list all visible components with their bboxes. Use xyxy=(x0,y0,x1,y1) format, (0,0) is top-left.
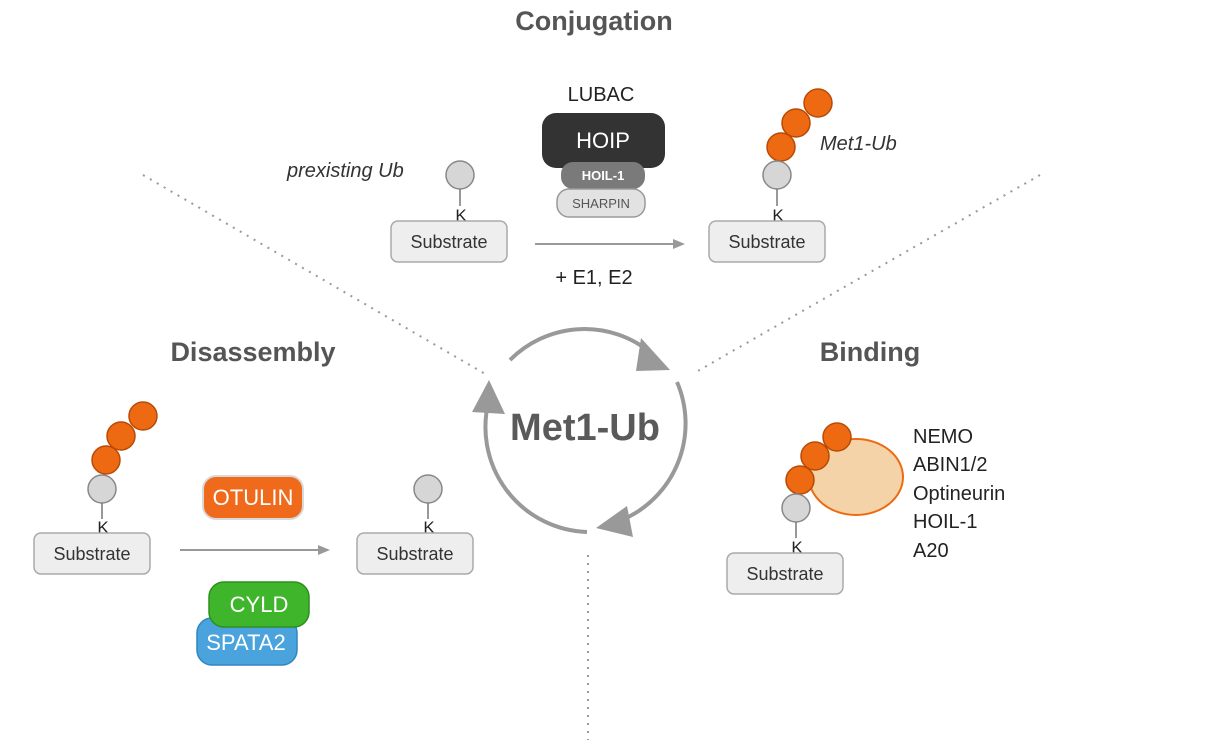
cyld-box xyxy=(208,581,310,628)
cofactors-label: + E1, E2 xyxy=(555,267,632,289)
otulin-label: OTULIN xyxy=(213,485,294,510)
sharpin-box xyxy=(556,188,646,218)
center-title: Met1-Ub xyxy=(510,407,660,449)
conjugation-panel: LUBAC HOIP HOIL-1 SHARPIN prexisting Ub … xyxy=(286,84,897,289)
substrate-label: Substrate xyxy=(410,232,487,252)
title-binding: Binding xyxy=(820,337,920,367)
ubiquitin-gray xyxy=(781,493,811,523)
substrate-box xyxy=(33,532,151,575)
substrate-box xyxy=(356,532,474,575)
substrate-label: Substrate xyxy=(376,544,453,564)
center-cycle: Met1-Ub xyxy=(472,327,688,537)
hoil1-label: HOIL-1 xyxy=(582,168,625,183)
ubiquitin-orange xyxy=(800,441,830,471)
substrate-box xyxy=(726,552,844,595)
binder-abin: ABIN1/2 xyxy=(913,454,987,476)
ubiquitin-orange xyxy=(785,465,815,495)
ubiquitin-gray xyxy=(413,474,443,504)
ubiquitin-gray xyxy=(445,160,475,190)
ubiquitin-orange xyxy=(766,132,796,162)
ubiquitin-gray xyxy=(762,160,792,190)
cyld-label: CYLD xyxy=(230,592,289,617)
otulin-box xyxy=(202,475,304,520)
spata2-label: SPATA2 xyxy=(206,630,285,655)
sharpin-label: SHARPIN xyxy=(572,196,630,211)
met1-ub-label: Met1-Ub xyxy=(820,133,897,155)
cycle-arc-right xyxy=(621,381,688,522)
ubiquitin-orange xyxy=(128,401,158,431)
title-disassembly: Disassembly xyxy=(170,337,335,367)
ubiquitin-orange xyxy=(781,108,811,138)
disassembly-panel: K Substrate OTULIN SPATA2 CYLD K Substra… xyxy=(33,401,474,666)
binder-hoil1: HOIL-1 xyxy=(913,511,977,533)
ubiquitin-orange xyxy=(106,421,136,451)
preexisting-ub-label: prexisting Ub xyxy=(286,160,404,182)
substrate-label: Substrate xyxy=(728,232,805,252)
cycle-arrowhead-right xyxy=(596,506,633,537)
title-conjugation: Conjugation xyxy=(515,6,672,36)
binder-optineurin: Optineurin xyxy=(913,483,1005,505)
ubiquitin-orange xyxy=(91,445,121,475)
substrate-label: Substrate xyxy=(53,544,130,564)
binding-panel: K Substrate NEMO ABIN1/2 Optineurin HOIL… xyxy=(726,422,1005,595)
cycle-arc-top xyxy=(508,327,652,362)
ubiquitin-orange xyxy=(822,422,852,452)
cycle-arc-left xyxy=(483,399,588,534)
ubiquitin-gray xyxy=(87,474,117,504)
substrate-label: Substrate xyxy=(746,564,823,584)
substrate-box xyxy=(708,220,826,263)
cycle-arrowhead-top xyxy=(636,338,670,371)
cycle-arrowhead-left xyxy=(472,380,505,414)
substrate-box xyxy=(390,220,508,263)
hoip-box xyxy=(542,113,665,168)
lubac-label: LUBAC xyxy=(568,84,635,106)
binder-a20: A20 xyxy=(913,540,949,562)
hoip-label: HOIP xyxy=(576,128,630,153)
ubiquitin-orange xyxy=(803,88,833,118)
hoil1-box xyxy=(561,162,645,189)
binder-nemo: NEMO xyxy=(913,426,973,448)
